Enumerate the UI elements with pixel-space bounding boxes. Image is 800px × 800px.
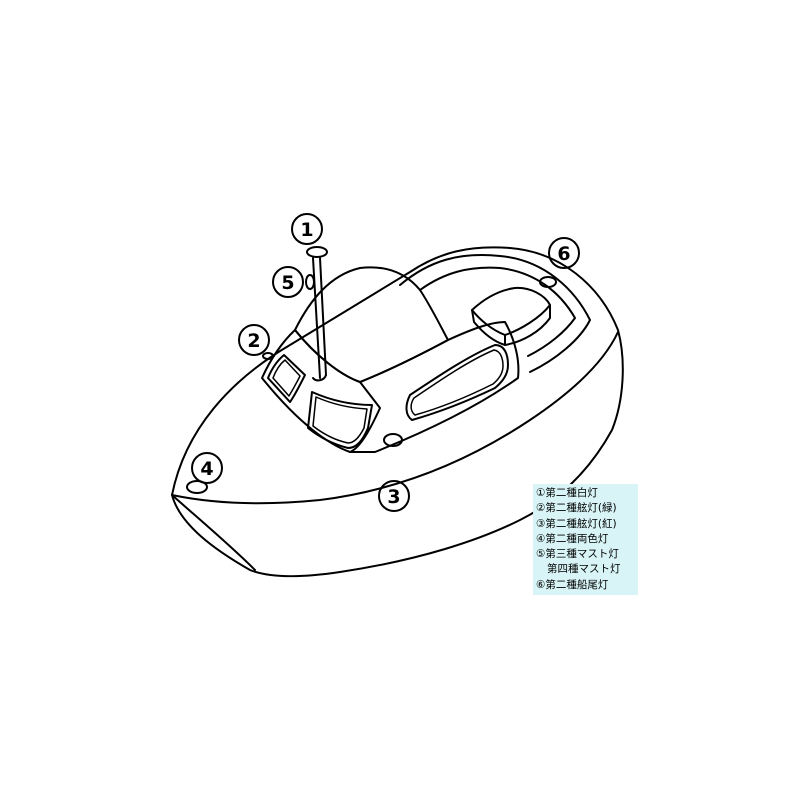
legend-box: ①第二種白灯 ②第二種舷灯(緑) ③第二種舷灯(紅) ④第二種両色灯 ⑤第三種マ… — [533, 484, 638, 595]
svg-text:1: 1 — [300, 219, 313, 241]
callout-1: 1 — [291, 213, 323, 245]
legend-item: ③第二種舷灯(紅) — [536, 517, 617, 530]
hull-chine — [171, 494, 256, 571]
legend-item: ②第二種舷灯(緑) — [536, 502, 617, 515]
legend-item: ①第二種白灯 — [536, 487, 598, 499]
front-window-left — [267, 354, 306, 403]
legend-item: 第四種マスト灯 — [547, 563, 621, 576]
side-light-green — [262, 352, 274, 360]
cockpit-inner — [419, 266, 576, 357]
side-light-red — [383, 433, 403, 447]
bow-light — [186, 480, 208, 494]
callout-4: 4 — [191, 452, 223, 484]
side-window — [405, 344, 509, 421]
cockpit-rim — [399, 254, 591, 373]
stern-light — [539, 276, 557, 288]
svg-text:2: 2 — [247, 330, 260, 352]
top-white-light — [306, 246, 328, 258]
front-window-right-inner — [312, 396, 368, 444]
mast-right — [319, 257, 327, 376]
rear-box-top — [471, 286, 551, 336]
legend-item: ④第二種両色灯 — [536, 532, 609, 545]
legend-item: ⑤第三種マスト灯 — [536, 548, 619, 561]
callout-5: 5 — [272, 266, 304, 298]
rear-box-right — [504, 304, 551, 346]
callout-3: 3 — [378, 480, 410, 512]
cabin-roof — [294, 266, 449, 383]
mast — [312, 257, 321, 379]
svg-text:6: 6 — [557, 243, 570, 265]
front-window-left-inner — [272, 359, 301, 397]
cabin-side — [349, 321, 520, 453]
svg-text:5: 5 — [281, 272, 294, 294]
svg-text:4: 4 — [200, 458, 213, 480]
legend-item: ⑥第二種船尾灯 — [536, 578, 609, 591]
front-window-right — [307, 391, 373, 449]
callout-2: 2 — [238, 324, 270, 356]
masthead-light — [305, 274, 315, 290]
hull-outline — [171, 246, 624, 578]
side-window-inner — [410, 349, 504, 416]
mast-foot — [312, 374, 327, 382]
callout-6: 6 — [548, 237, 580, 269]
deck-edge — [171, 331, 619, 505]
svg-text:3: 3 — [387, 486, 400, 508]
